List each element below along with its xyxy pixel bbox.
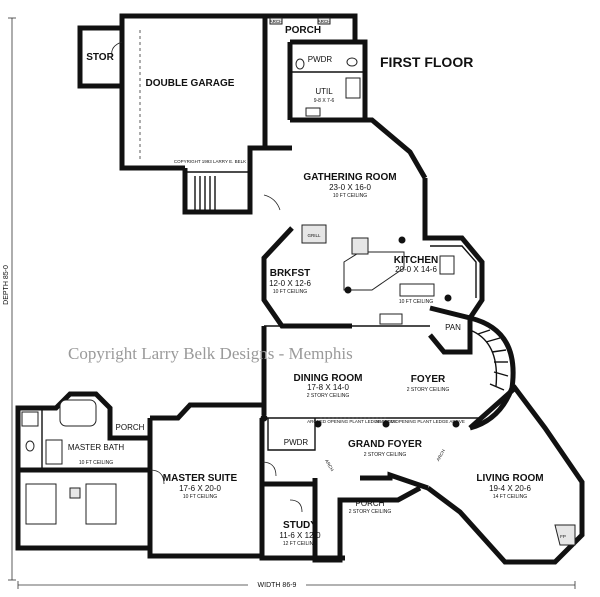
room-gathering-ceiling: 10 FT CEILING [333, 193, 367, 199]
room-living-label: LIVING ROOM [476, 473, 543, 484]
width-dimension: WIDTH 86-9 [258, 582, 297, 589]
room-grand-foyer-ceiling: 2 STORY CEILING [364, 452, 407, 458]
grill-label: GRILL [307, 233, 321, 238]
room-brkfst-size: 12-0 X 12-6 [269, 279, 311, 288]
room-pan-label: PAN [445, 323, 461, 332]
room-pwdr-top-label: PWDR [308, 55, 333, 64]
room-study-size: 11-6 X 12-0 [279, 531, 321, 540]
plan-title: FIRST FLOOR [380, 54, 473, 70]
room-living-ceiling: 14 FT CEILING [493, 494, 527, 500]
room-util-label: UTIL [315, 87, 333, 96]
arched-opening-note-2: ARCHED OPENING PLANT LEDGE ABOVE [375, 419, 465, 424]
room-foyer-ceiling: 2 STORY CEILING [407, 387, 450, 393]
room-dining-label: DINING ROOM [294, 373, 363, 384]
room-kitchen-ceiling: 10 FT CEILING [399, 299, 433, 305]
room-porch-left-label: PORCH [116, 423, 145, 432]
arch-b-label: ARCH [318, 19, 331, 24]
fixtures [21, 17, 576, 546]
room-porch-top-label: PORCH [285, 25, 321, 36]
room-foyer-label: FOYER [411, 374, 446, 385]
arched-opening-note-1: ARCHED OPENING PLANT LEDGE ABOVE [307, 419, 397, 424]
arch-a-label: ARCH [270, 19, 283, 24]
room-master-bath-label: MASTER BATH [68, 443, 125, 452]
room-stor-label: STOR [86, 52, 114, 63]
watermark: Copyright Larry Belk Designs - Memphis [68, 344, 353, 363]
exterior-walls [15, 13, 585, 565]
room-living-size: 19-4 X 20-6 [489, 484, 531, 493]
room-study-ceiling: 12 FT CEILING [283, 541, 317, 547]
arch-right-label: ARCH [435, 448, 446, 462]
room-gathering-size: 23-0 X 16-0 [329, 183, 371, 192]
room-util-size: 9-8 X 7-6 [314, 98, 335, 104]
copyright-note: COPYRIGHT 1993 LARRY E. BELK [174, 159, 246, 164]
fireplace-label: FP [560, 534, 566, 539]
room-grand-foyer-label: GRAND FOYER [348, 439, 423, 450]
room-study-label: STUDY [283, 520, 317, 531]
room-kitchen-size: 20-0 X 14-6 [395, 265, 437, 274]
depth-dimension: DEPTH 85-0 [3, 265, 10, 305]
room-brkfst-label: BRKFST [270, 268, 311, 279]
arch-left-label: ARCH [324, 458, 335, 472]
room-dining-size: 17-8 X 14-0 [307, 383, 349, 392]
room-garage-label: DOUBLE GARAGE [146, 78, 235, 89]
room-dining-ceiling: 2 STORY CEILING [307, 393, 350, 399]
room-master-suite-label: MASTER SUITE [163, 473, 238, 484]
room-brkfst-ceiling: 10 FT CEILING [273, 289, 307, 295]
room-master-suite-size: 17-6 X 20-0 [179, 484, 221, 493]
room-kitchen-label: KITCHEN [394, 255, 438, 266]
room-porch-front-ceiling: 2 STORY CEILING [349, 509, 392, 515]
room-pwdr-mid-label: PWDR [284, 438, 309, 447]
room-porch-front-label: PORCH [356, 499, 385, 508]
room-gathering-label: GATHERING ROOM [303, 172, 396, 183]
room-master-bath-ceiling: 10 FT CEILING [79, 460, 113, 466]
room-master-suite-ceiling: 10 FT CEILING [183, 494, 217, 500]
